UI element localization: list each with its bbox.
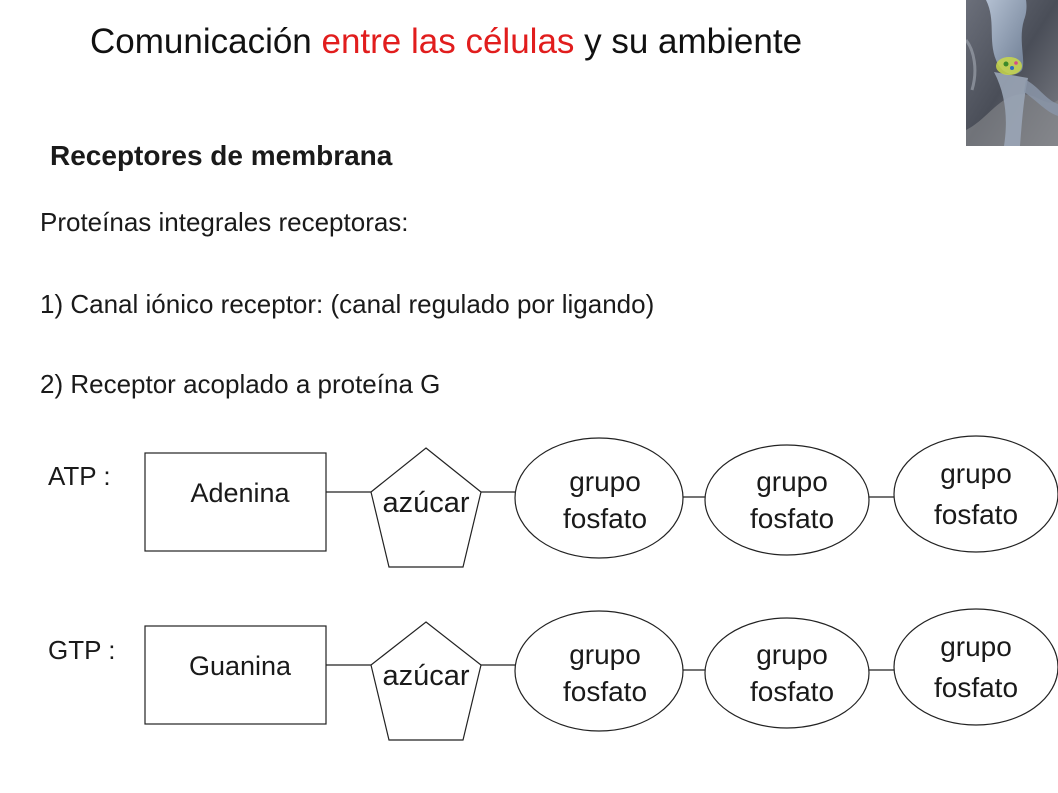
- gtp-phosphate-2: [704, 617, 870, 729]
- atp-phosphate-1-line1: grupo: [569, 466, 641, 497]
- gtp-sugar-label: azúcar: [382, 660, 469, 692]
- section-heading: Receptores de membrana: [50, 140, 393, 171]
- gtp-base-box: [144, 625, 327, 725]
- atp-phosphate-2: [704, 444, 870, 556]
- gtp-phosphate-1-line2: fosfato: [563, 676, 647, 707]
- gtp-label: GTP :: [48, 635, 116, 665]
- atp-phosphate-3-line2: fosfato: [934, 499, 1018, 530]
- intro-text: Proteínas integrales receptoras:: [40, 207, 409, 237]
- neuron-synapse-image: [966, 0, 1058, 146]
- title-part-1: Comunicación: [90, 22, 322, 61]
- gtp-phosphate-3: [893, 608, 1058, 726]
- atp-phosphate-2-line1: grupo: [756, 466, 828, 497]
- gtp-phosphate-3-line1: grupo: [940, 631, 1012, 662]
- atp-phosphate-1: [514, 437, 684, 559]
- gtp-phosphate-3-line2: fosfato: [934, 672, 1018, 703]
- gtp-phosphate-1: [514, 610, 684, 732]
- atp-phosphate-1-line2: fosfato: [563, 503, 647, 534]
- atp-phosphate-3-line1: grupo: [940, 458, 1012, 489]
- list-item-2: 2) Receptor acoplado a proteína G: [40, 369, 441, 399]
- atp-sugar-pentagon: [370, 447, 482, 568]
- page-title: Comunicación entre las células y su ambi…: [90, 20, 802, 64]
- atp-base-box: [144, 452, 327, 552]
- gtp-base-label: Guanina: [189, 651, 292, 681]
- title-part-3: y su ambiente: [574, 22, 803, 61]
- atp-phosphate-3: [893, 435, 1058, 553]
- gtp-phosphate-1-line1: grupo: [569, 639, 641, 670]
- atp-base-label: Adenina: [190, 478, 290, 508]
- atp-row: [144, 435, 1058, 568]
- gtp-phosphate-2-line1: grupo: [756, 639, 828, 670]
- gtp-sugar-pentagon: [370, 621, 482, 741]
- gtp-row: [144, 608, 1058, 741]
- atp-phosphate-2-line2: fosfato: [750, 503, 834, 534]
- gtp-phosphate-2-line2: fosfato: [750, 676, 834, 707]
- atp-label: ATP :: [48, 461, 111, 491]
- title-part-highlight: entre las células: [321, 22, 575, 61]
- atp-sugar-label: azúcar: [382, 487, 469, 519]
- list-item-1: 1) Canal iónico receptor: (canal regulad…: [40, 289, 655, 319]
